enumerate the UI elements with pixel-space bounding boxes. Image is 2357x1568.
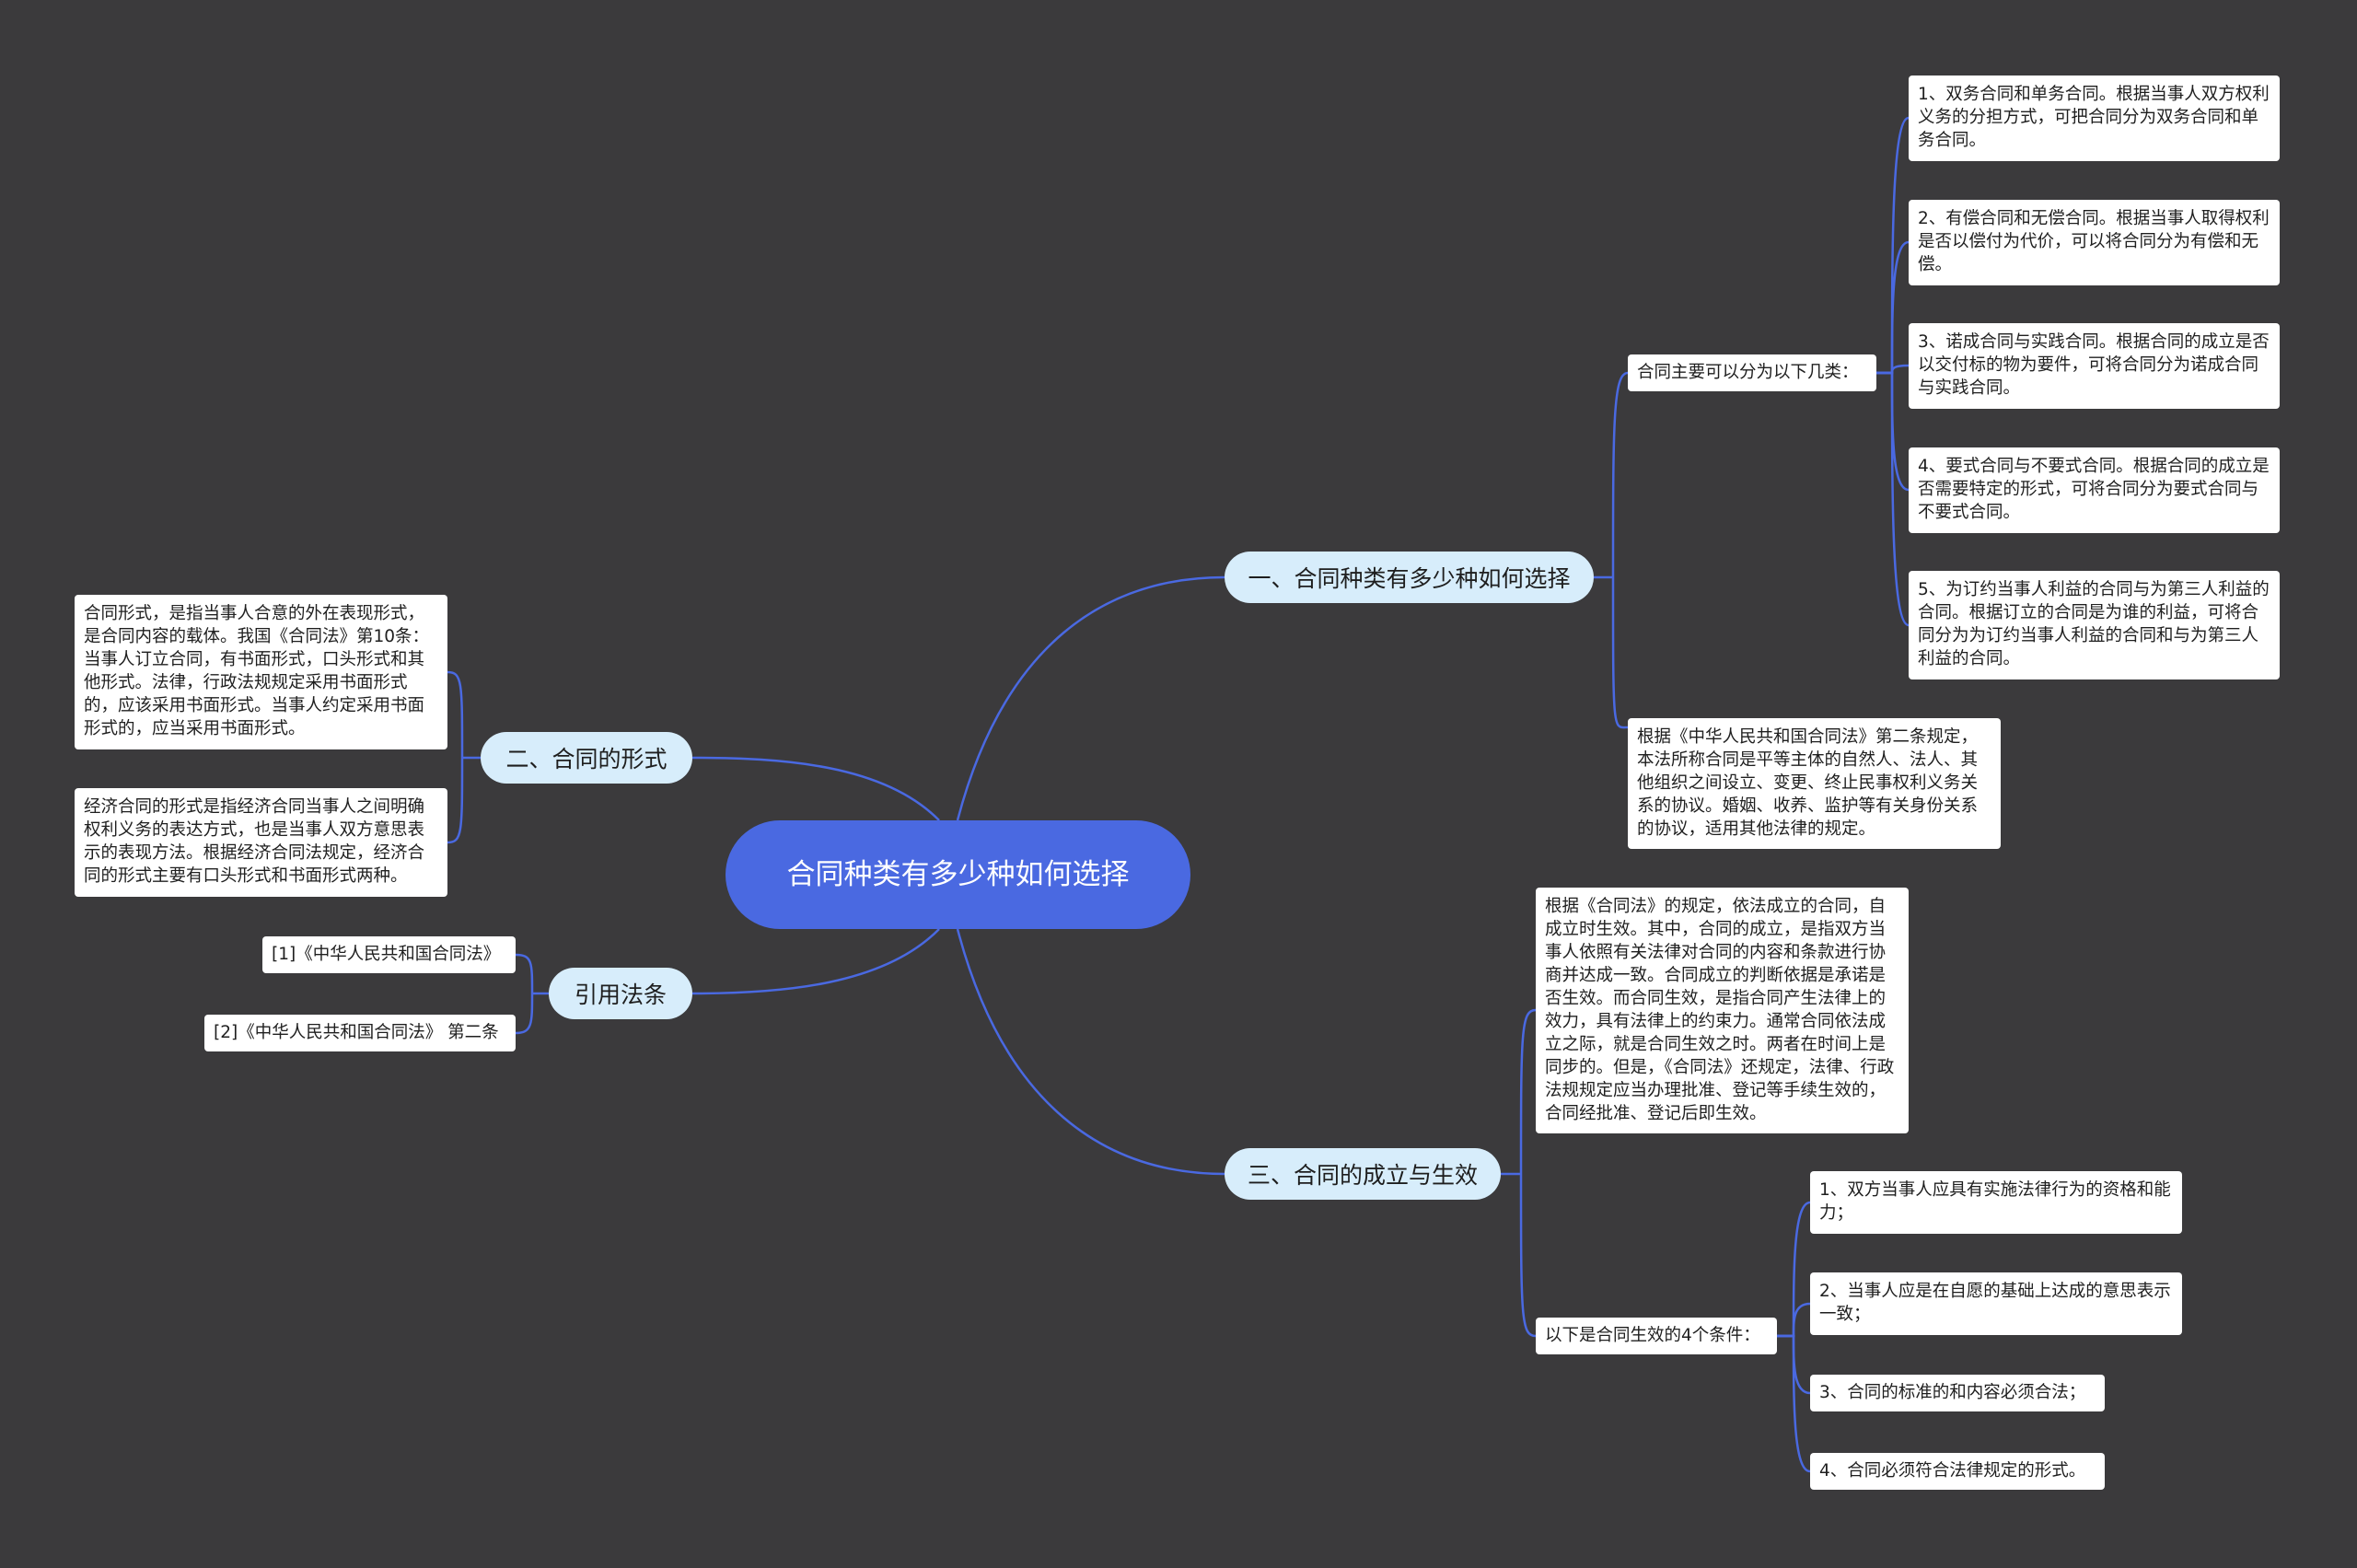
link-root-branch4: [956, 928, 1225, 1176]
condition-item-4[interactable]: 4、合同必须符合法律规定的形式。: [1810, 1453, 2105, 1490]
root-node[interactable]: 合同种类有多少种如何选择: [726, 820, 1190, 929]
link-branch3-item2: [515, 993, 534, 1035]
effectiveness-conditions-heading[interactable]: 以下是合同生效的4个条件：: [1536, 1318, 1777, 1354]
contract-definition-note[interactable]: 根据《中华人民共和国合同法》第二条规定，本法所称合同是平等主体的自然人、法人、其…: [1628, 718, 2001, 849]
economic-contract-form[interactable]: 经济合同的形式是指经济合同当事人之间明确权利义务的表达方式，也是当事人双方意思表…: [75, 788, 447, 897]
link-category-5: [1876, 371, 1910, 627]
link-condition-4: [1777, 1334, 1811, 1473]
branch-formation-effectiveness[interactable]: 三、合同的成立与生效: [1225, 1148, 1501, 1200]
contract-categories-heading[interactable]: 合同主要可以分为以下几类：: [1628, 354, 1876, 391]
link-branch2-item1: [447, 670, 464, 759]
category-item-4[interactable]: 4、要式合同与不要式合同。根据合同的成立是否需要特定的形式，可将合同分为要式合同…: [1909, 447, 2280, 533]
link-root-branch3: [691, 928, 940, 995]
link-branch4-sub1: [1519, 1008, 1537, 1175]
link-condition-1: [1777, 1201, 1811, 1338]
link-branch4-sub2: [1519, 1173, 1537, 1338]
cited-law-2[interactable]: [2]《中华人民共和国合同法》 第二条: [204, 1015, 516, 1051]
condition-item-3[interactable]: 3、合同的标准的和内容必须合法；: [1810, 1375, 2105, 1411]
link-root-branch2: [691, 756, 940, 821]
link-branch1-sub1: [1611, 371, 1629, 578]
branch-contract-form[interactable]: 二、合同的形式: [481, 732, 692, 784]
link-category-2: [1876, 240, 1910, 375]
branch-cited-laws[interactable]: 引用法条: [549, 968, 692, 1019]
link-branch2-item2: [447, 757, 464, 844]
link-root-branch1: [956, 575, 1225, 821]
category-item-1[interactable]: 1、双务合同和单务合同。根据当事人双方权利义务的分担方式，可把合同分为双务合同和…: [1909, 75, 2280, 161]
condition-item-2[interactable]: 2、当事人应是在自愿的基础上达成的意思表示一致；: [1810, 1272, 2182, 1335]
contract-form-definition[interactable]: 合同形式，是指当事人合意的外在表现形式，是合同内容的载体。我国《合同法》第10条…: [75, 595, 447, 749]
formation-effectiveness-note[interactable]: 根据《合同法》的规定，依法成立的合同，自成立时生效。其中，合同的成立，是指双方当…: [1536, 888, 1909, 1133]
category-item-3[interactable]: 3、诺成合同与实践合同。根据合同的成立是否以交付标的物为要件，可将合同分为诺成合…: [1909, 323, 2280, 409]
condition-item-1[interactable]: 1、双方当事人应具有实施法律行为的资格和能力；: [1810, 1171, 2182, 1234]
cited-law-1[interactable]: [1]《中华人民共和国合同法》: [262, 936, 516, 973]
branch-contract-types[interactable]: 一、合同种类有多少种如何选择: [1225, 552, 1594, 603]
link-branch1-sub2: [1611, 576, 1629, 729]
category-item-5[interactable]: 5、为订约当事人利益的合同与为第三人利益的合同。根据订立的合同是为谁的利益，可将…: [1909, 571, 2280, 679]
category-item-2[interactable]: 2、有偿合同和无偿合同。根据当事人取得权利是否以偿付为代价，可以将合同分为有偿和…: [1909, 200, 2280, 285]
link-branch3-item1: [515, 953, 534, 994]
